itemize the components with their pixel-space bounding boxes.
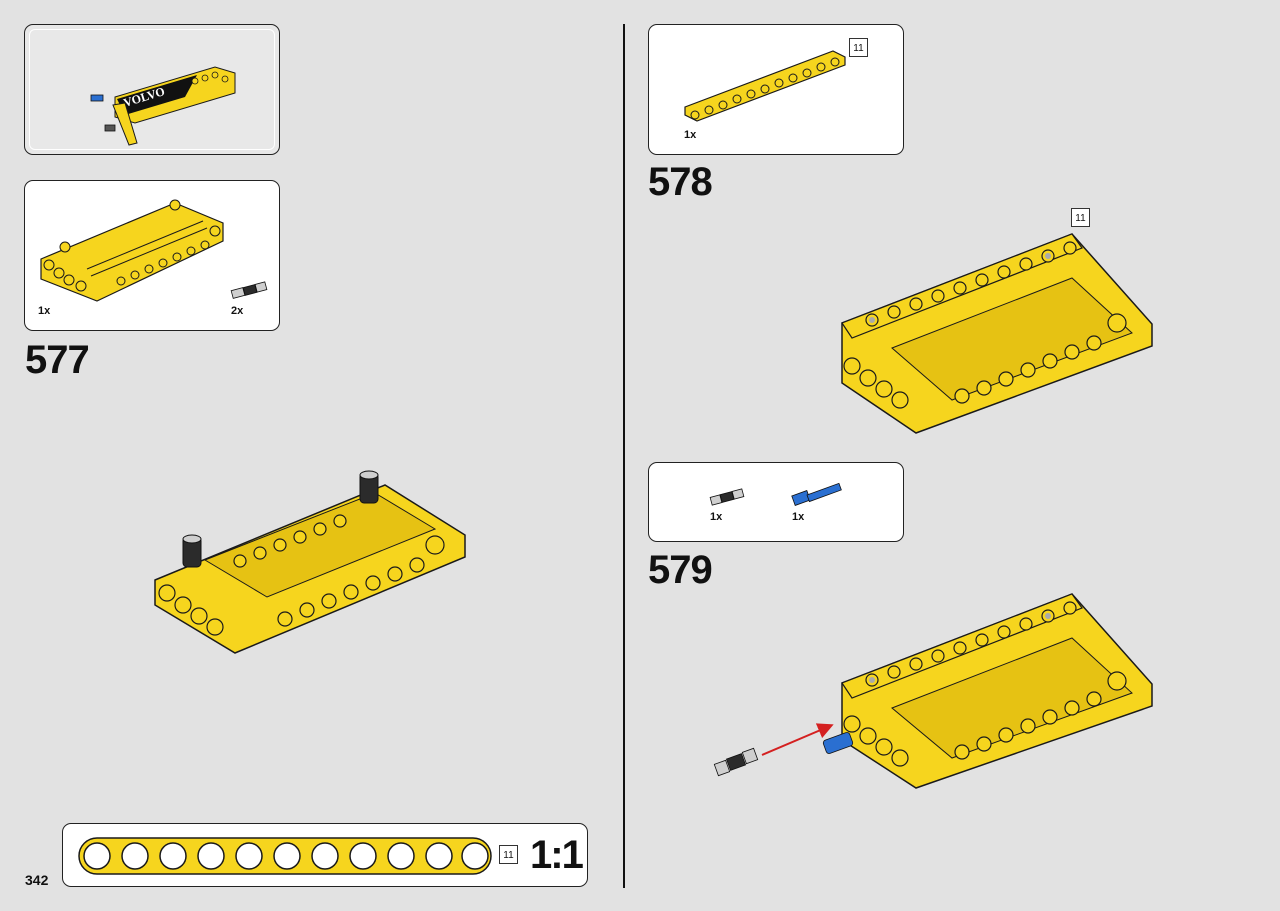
connector-pin-black-icon — [709, 488, 745, 506]
parts-list-step-577: 1x 2x — [24, 180, 280, 331]
insert-pin-arrow — [713, 723, 854, 777]
page-divider — [623, 24, 625, 888]
part-quantity: 1x — [684, 129, 697, 141]
part-quantity: 1x — [792, 511, 805, 523]
frame-part-icon — [40, 199, 224, 302]
axle-pin-blue-icon — [822, 732, 854, 754]
connector-pin-black-icon — [182, 534, 202, 568]
parts-list-step-579: 1x 1x — [648, 462, 904, 542]
connector-pin-black-icon — [359, 470, 379, 504]
step-578-assembly-illustration — [841, 233, 1153, 434]
step-577-frame-illustration — [154, 470, 466, 654]
connector-pin-black-icon — [713, 747, 759, 777]
beam-11-icon — [684, 50, 846, 122]
step-number-577: 577 — [25, 338, 90, 382]
part-quantity: 2x — [231, 305, 244, 317]
beam-11-scale-icon — [78, 837, 492, 875]
step-579-assembly-illustration — [841, 593, 1153, 789]
submodel-preview-panel: VOLVO — [24, 24, 280, 155]
page-number: 342 — [25, 872, 49, 888]
axle-pin-blue-icon — [791, 482, 842, 506]
scale-guide-panel — [62, 823, 588, 887]
step-number-578: 578 — [648, 160, 713, 204]
volvo-assembly-illustration: VOLVO — [90, 66, 236, 146]
part-quantity: 1x — [710, 511, 723, 523]
part-quantity: 1x — [38, 305, 51, 317]
beam-length-badge: 11 — [499, 845, 518, 864]
connector-pin-black-icon — [230, 281, 268, 299]
beam-length-badge: 11 — [849, 38, 868, 57]
scale-label: 1:1 — [530, 833, 584, 877]
step-number-579: 579 — [648, 548, 713, 592]
beam-length-badge: 11 — [1071, 208, 1090, 227]
